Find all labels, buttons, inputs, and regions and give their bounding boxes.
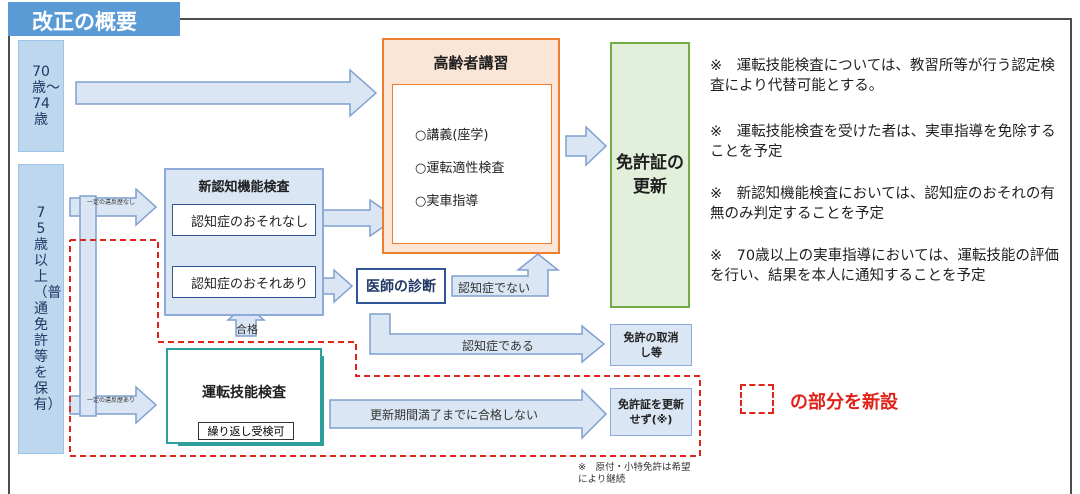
revoke-box: 免許の取消し等	[610, 324, 692, 366]
koushuu-title: 高齢者講習	[433, 54, 509, 72]
koushuu-item-driving: ○実車指導	[415, 194, 479, 209]
koushuu-inner: ○講義(座学) ○運転適性検査 ○実車指導	[392, 84, 552, 244]
legend-label: の部分を新設	[790, 392, 898, 413]
ninchi-no-risk: 認知症のおそれなし	[172, 204, 316, 236]
note-3: ※ 新認知機能検査においては、認知症のおそれの有無のみ判定することを予定	[710, 186, 1055, 222]
not-dementia-label: 認知症でない	[458, 280, 531, 295]
gino-box: 運転技能検査 繰り返し受検可	[166, 348, 322, 444]
arrow-risk-to-doctor	[321, 268, 354, 304]
gino-retake: 繰り返し受検可	[198, 422, 294, 440]
page-title: 改正の概要	[8, 2, 180, 36]
age-75-box: 75歳以上（普通免許等を保有）	[18, 164, 64, 454]
gino-title: 運転技能検査	[202, 385, 286, 401]
is-dementia-label: 認知症である	[462, 338, 534, 353]
doctor-box: 医師の診断	[356, 268, 446, 304]
outer-frame	[8, 18, 1072, 494]
ninchi-risk: 認知症のおそれあり	[172, 266, 316, 298]
no-renew-box: 免許証を更新せず(※)	[610, 388, 692, 436]
revoke-label: 免許の取消し等	[623, 331, 679, 359]
ninchi-box: 新認知機能検査 認知症のおそれなし 認知症のおそれあり	[164, 168, 324, 316]
arrow-koushuu-to-renewal	[565, 125, 608, 167]
renewal-box: 免許証の更新	[610, 42, 690, 308]
note-1: ※ 運転技能検査については、教習所等が行う認定検査により代替可能とする。	[710, 58, 1055, 94]
koushuu-item-lecture: ○講義(座学)	[415, 128, 489, 143]
age-75-label: 75歳以上（普通免許等を保有）	[33, 205, 62, 413]
violation-yes-label: 一定の違反歴あり	[86, 397, 135, 404]
arrow-notdementia-up	[451, 253, 561, 297]
koushuu-box: 高齢者講習 ○講義(座学) ○運転適性検査 ○実車指導	[382, 38, 560, 254]
no-renew-label: 免許証を更新せず(※)	[618, 398, 684, 426]
pass-label: 合格	[236, 323, 258, 336]
arrow-75-vertical	[79, 195, 97, 417]
fail-until-expiry-label: 更新期間満了までに合格しない	[370, 407, 539, 422]
footnote: ※ 原付・小特免許は希望により継続	[578, 462, 691, 485]
arrow-doctor-down	[369, 313, 606, 364]
violation-none-label: 一定の違反歴なし	[86, 199, 135, 206]
note-4: ※ 70歳以上の実車指導においては、運転技能の評価を行い、結果を本人に通知するこ…	[710, 248, 1059, 284]
legend-dashed-box	[740, 384, 774, 414]
arrow-70-to-koushuu	[75, 68, 378, 118]
age-70-74-box: 70歳〜74歳	[18, 40, 64, 152]
ninchi-title: 新認知機能検査	[198, 180, 290, 195]
koushuu-item-aptitude: ○運転適性検査	[415, 161, 505, 176]
arrow-fail-to-norenew	[329, 388, 608, 440]
note-2: ※ 運転技能検査を受けた者は、実車指導を免除することを予定	[710, 124, 1056, 160]
renewal-label: 免許証の更新	[616, 153, 684, 197]
